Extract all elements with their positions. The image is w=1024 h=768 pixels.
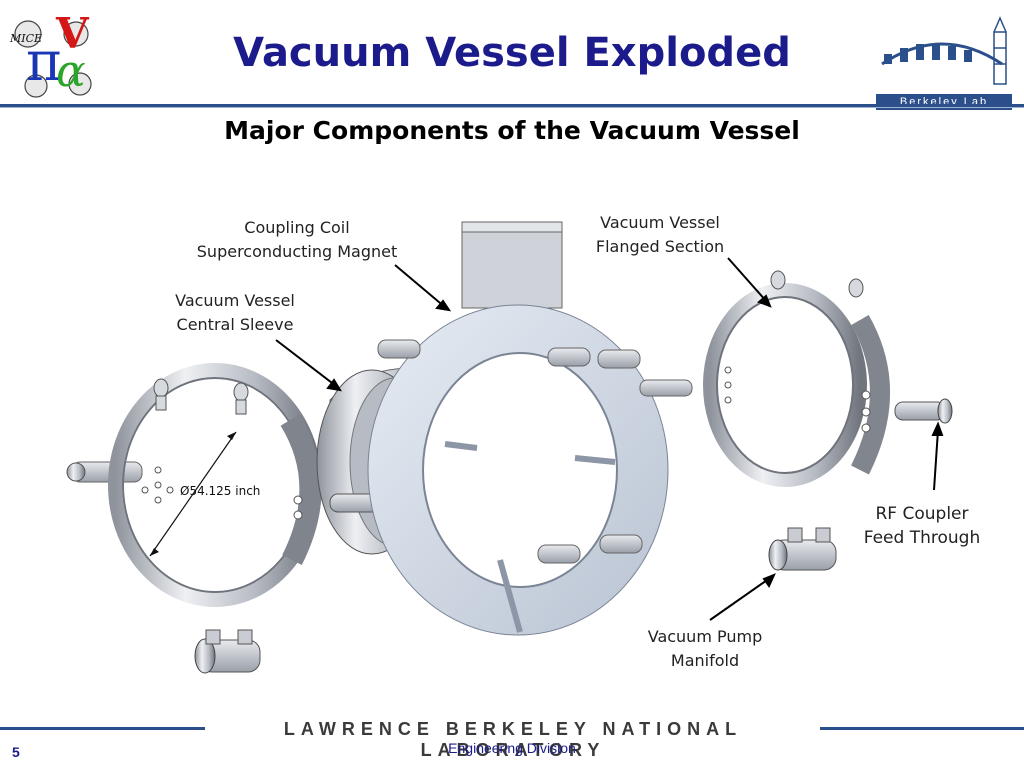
callout-line: Central Sleeve <box>176 315 294 334</box>
footer-division: Engineering Division <box>448 740 576 756</box>
footer-rule-left <box>0 727 205 730</box>
central-sleeve-arrow <box>275 339 337 387</box>
callout-pump-manifold: Vacuum Pump Manifold <box>630 625 780 673</box>
right-pump-manifold <box>768 527 837 571</box>
right-flanged-section <box>703 270 953 487</box>
header-rule-light <box>0 107 1024 108</box>
callout-rf-coupler: RF Coupler Feed Through <box>852 502 992 550</box>
callout-line: Flanged Section <box>595 237 725 256</box>
svg-text:π: π <box>26 30 62 93</box>
page-title: Vacuum Vessel Exploded <box>233 30 791 76</box>
callout-line: Superconducting Magnet <box>196 242 398 261</box>
callout-line: Feed Through <box>863 528 981 548</box>
pump-manifold-arrow <box>709 577 771 621</box>
mice-logo: MICE π V α <box>9 9 92 98</box>
callout-line: RF Coupler <box>875 504 969 524</box>
coupling-coil-ring <box>367 221 693 636</box>
callout-line: Coupling Coil <box>244 218 350 237</box>
footer-laboratory: Lawrence Berkeley National Laboratory <box>283 719 743 760</box>
footer-rule-right <box>820 727 1024 730</box>
callout-line: Vacuum Pump <box>647 627 763 646</box>
callout-line: Vacuum Vessel <box>175 291 295 310</box>
svg-text:V: V <box>55 9 90 58</box>
flanged-section-arrow <box>727 257 768 303</box>
diameter-dimension: Ø54.125 inch <box>180 484 261 498</box>
callout-line: Vacuum Vessel <box>600 213 720 232</box>
left-flanged-section <box>66 363 322 607</box>
coupling-coil-arrow <box>394 264 447 309</box>
callout-flanged-section: Vacuum Vessel Flanged Section <box>580 211 740 259</box>
page-subtitle: Major Components of the Vacuum Vessel <box>224 116 800 145</box>
header-rule <box>0 104 1024 107</box>
svg-text:α: α <box>56 46 86 97</box>
callout-central-sleeve: Vacuum Vessel Central Sleeve <box>160 289 310 337</box>
page-number: 5 <box>12 744 20 760</box>
left-pump-manifold <box>194 629 261 674</box>
rf-coupler-arrow <box>933 429 939 491</box>
callout-line: Manifold <box>670 651 740 670</box>
callout-coupling-coil: Coupling Coil Superconducting Magnet <box>180 216 414 264</box>
svg-text:MICE: MICE <box>9 32 42 45</box>
